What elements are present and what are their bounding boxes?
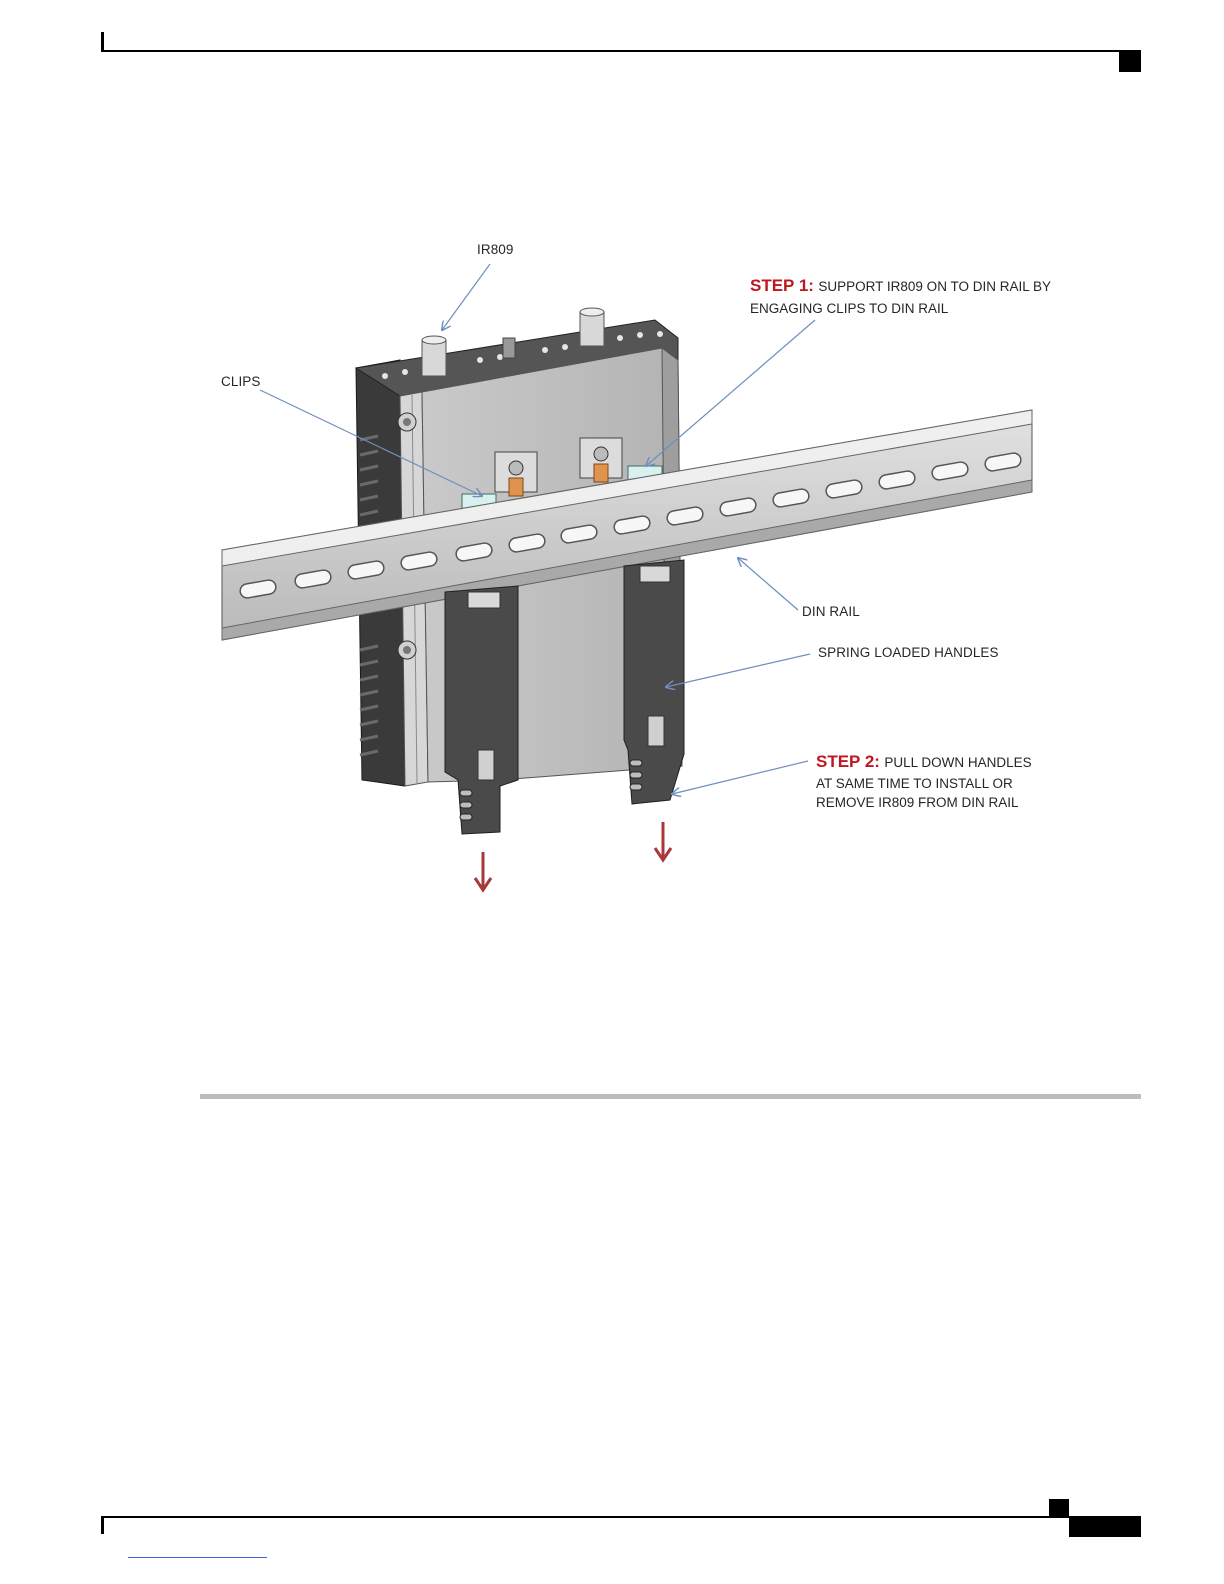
step2-heading: STEP 2:: [816, 752, 880, 771]
label-spring-loaded-handles: SPRING LOADED HANDLES: [818, 645, 999, 660]
step1-line2: ENGAGING CLIPS TO DIN RAIL: [750, 299, 948, 319]
step1-line1: SUPPORT IR809 ON TO DIN RAIL BY: [818, 279, 1051, 294]
footer-corner-block: [1069, 1517, 1141, 1537]
footer-rule: [101, 1516, 1141, 1518]
footer-link-underline[interactable]: [128, 1557, 267, 1558]
header-rule: [101, 50, 1141, 52]
section-divider: [200, 1094, 1141, 1099]
step2-line2: AT SAME TIME TO INSTALL OR: [816, 774, 1013, 794]
label-din-rail: DIN RAIL: [802, 604, 860, 619]
pull-down-arrows: [475, 822, 671, 890]
label-ir809: IR809: [477, 242, 514, 257]
footer-tick: [101, 1517, 104, 1534]
din-rail-installation-figure: IR809 CLIPS DIN RAIL SPRING LOADED HANDL…: [200, 220, 1060, 910]
step2-line1: PULL DOWN HANDLES: [884, 755, 1031, 770]
label-clips: CLIPS: [221, 374, 261, 389]
step2-line3: REMOVE IR809 FROM DIN RAIL: [816, 793, 1019, 813]
header-corner-block: [1119, 52, 1141, 72]
header-tick: [101, 32, 104, 52]
footer-corner-tab: [1049, 1499, 1069, 1517]
step1-heading: STEP 1:: [750, 276, 814, 295]
